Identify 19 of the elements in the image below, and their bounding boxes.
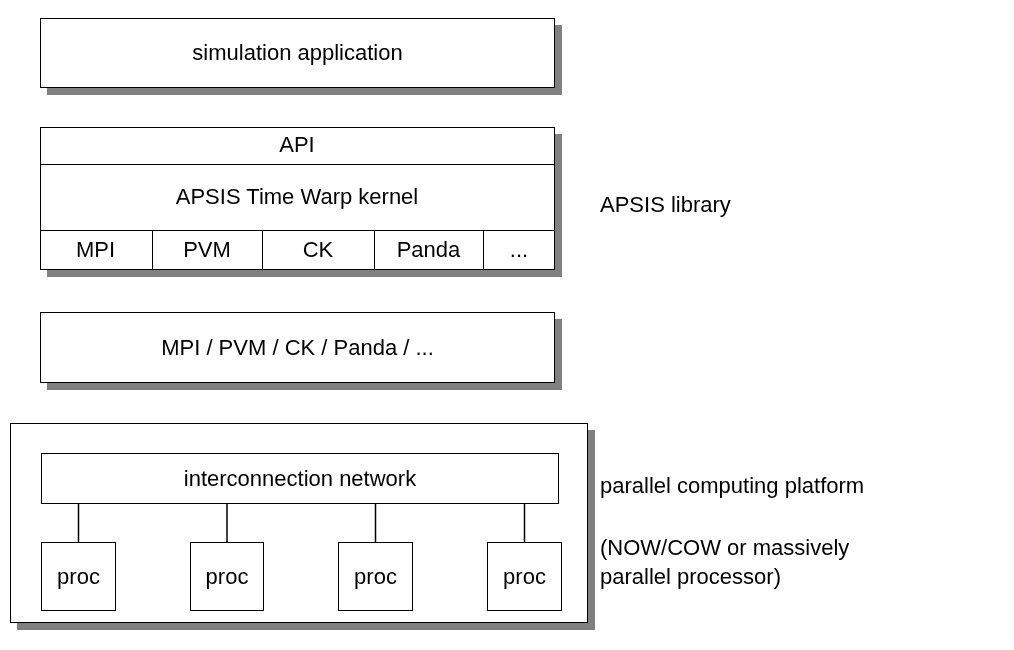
processor-box: proc [190,542,264,611]
side-label: (NOW/COW or massively parallel processor) [600,534,851,591]
processor-box: proc [41,542,116,611]
connector-line [77,503,80,543]
processor-box: proc [487,542,562,611]
connector-line [374,503,377,543]
table-cell: PVM [151,229,262,270]
side-label: parallel computing platform [600,472,865,500]
table-cell: MPI [39,229,152,270]
connector-line [523,503,526,543]
processor-box: proc [338,542,413,611]
table-cell: CK [261,229,374,270]
layer-row: API [39,126,555,164]
layer-row: APSIS Time Warp kernel [39,163,555,230]
network-box: interconnection network [41,453,559,504]
side-label: APSIS library [600,191,731,219]
table-cell: Panda [373,229,483,270]
table-cell: ... [482,229,555,270]
connector-line [226,503,228,543]
